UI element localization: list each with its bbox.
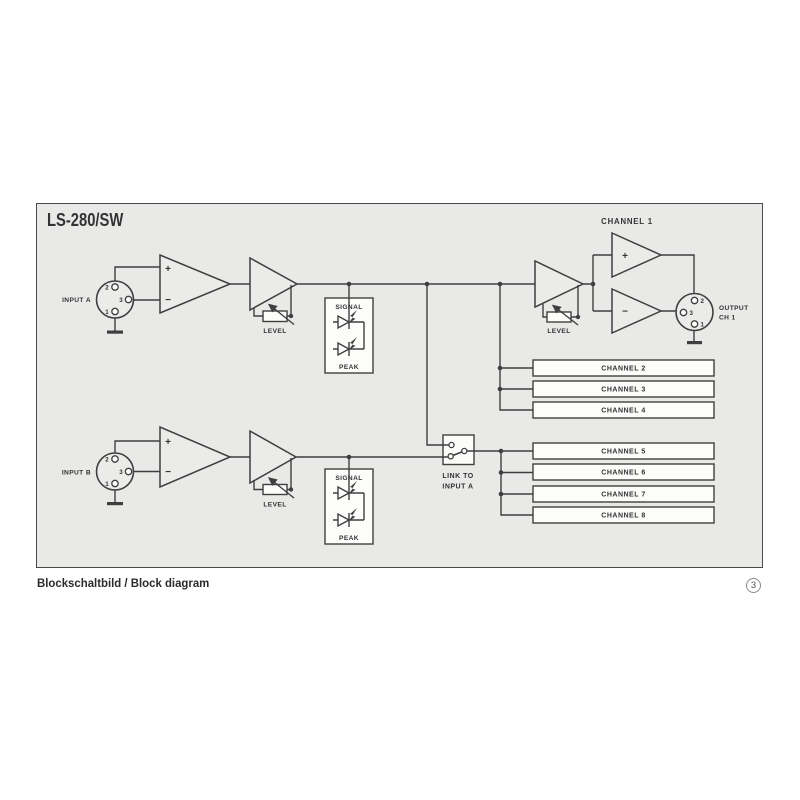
figure-caption: Blockschaltbild / Block diagram [37, 576, 210, 590]
page-number: 3 [750, 580, 757, 591]
page-number-badge: 3 [746, 578, 761, 593]
diagram-panel [36, 203, 763, 568]
model-title: LS-280/SW [47, 210, 124, 230]
